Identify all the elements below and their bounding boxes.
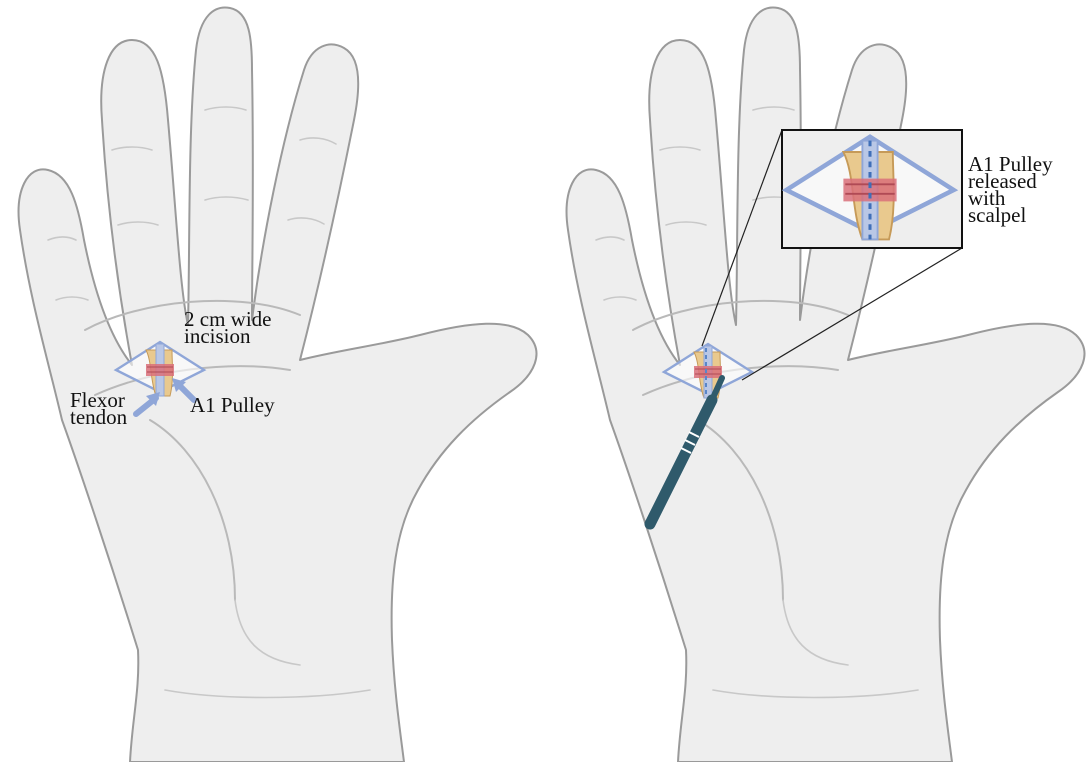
left-hand bbox=[19, 7, 537, 762]
incision-label: 2 cm wide incision bbox=[184, 311, 271, 345]
right-hand bbox=[567, 7, 1085, 762]
a1-pulley-label: A1 Pulley bbox=[190, 397, 275, 414]
release-label: A1 Pulley released with scalpel bbox=[968, 156, 1053, 224]
zoom-inset bbox=[782, 130, 962, 248]
flexor-tendon-label: Flexor tendon bbox=[70, 392, 127, 426]
